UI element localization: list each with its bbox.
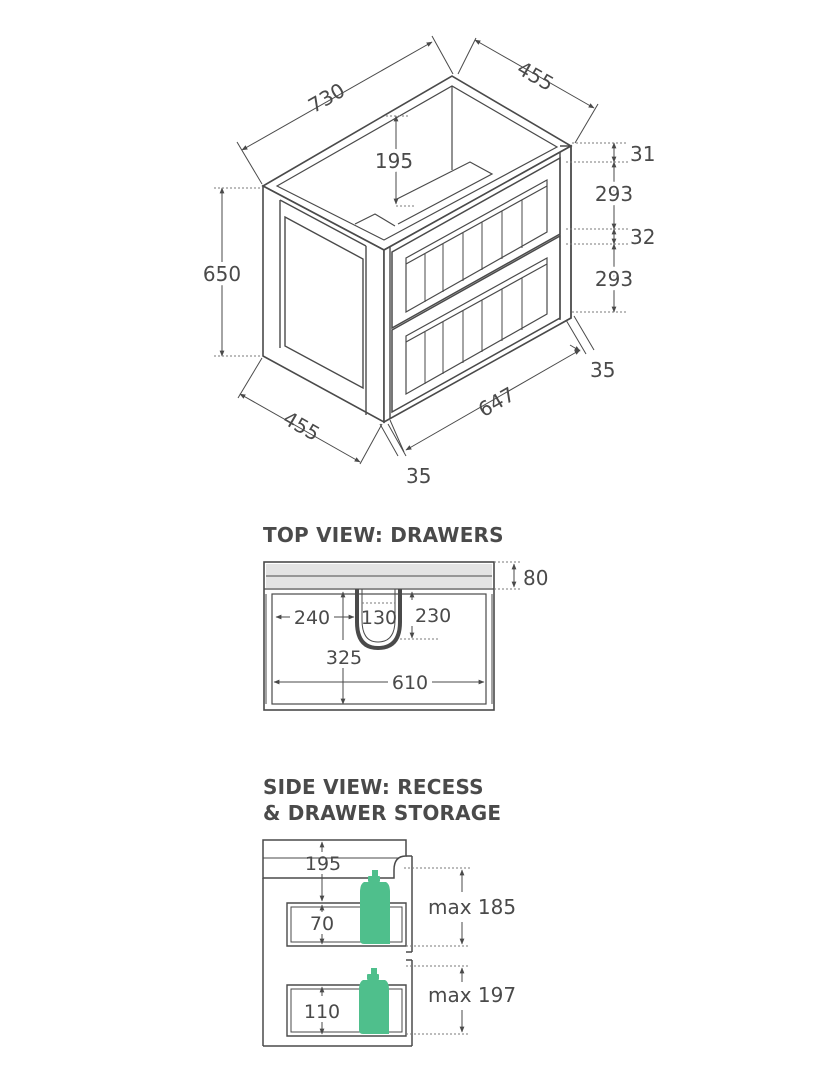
dim-upper-max: max 185 — [428, 895, 516, 919]
bottle-upper-icon — [360, 870, 390, 944]
dim-upper-drawer: 70 — [310, 913, 334, 935]
dim-mid-rail: 32 — [630, 225, 655, 249]
dim-cutout-width: 130 — [361, 607, 397, 629]
dim-back-depth: 80 — [523, 566, 548, 590]
isometric-cabinet — [261, 75, 573, 424]
dim-lower-max: max 197 — [428, 983, 516, 1007]
side-view-heading-line2: & DRAWER STORAGE — [263, 801, 501, 825]
bottle-lower-icon — [359, 968, 389, 1034]
dim-drawer-upper: 293 — [595, 182, 633, 206]
dim-cutout-depth: 230 — [415, 605, 451, 627]
dim-recess: 195 — [375, 149, 413, 173]
upper-drawer-front — [391, 156, 561, 330]
dim-width: 730 — [304, 78, 349, 118]
dim-drawer-lower: 293 — [595, 267, 633, 291]
dim-side-left: 35 — [406, 464, 431, 488]
dim-inner-width: 647 — [474, 382, 519, 422]
dim-height: 650 — [203, 262, 241, 286]
dim-depth-top: 455 — [513, 56, 558, 96]
side-view-dimensions: 195 70 max 185 110 max 197 — [304, 841, 516, 1035]
dim-drawer-depth: 325 — [326, 647, 362, 669]
dim-left-offset: 240 — [294, 607, 330, 629]
dim-side-recess: 195 — [305, 853, 341, 875]
dim-lower-drawer: 110 — [304, 1001, 340, 1023]
top-view-dimensions: 80 240 130 230 325 610 — [273, 561, 548, 705]
top-view-heading: TOP VIEW: DRAWERS — [263, 523, 504, 547]
top-view-drawing — [263, 561, 495, 711]
dim-top-rail: 31 — [630, 142, 655, 166]
dim-side-right: 35 — [590, 358, 615, 382]
dim-depth-bottom: 455 — [279, 406, 324, 446]
side-view-drawing — [262, 839, 413, 1047]
side-view-heading-line1: SIDE VIEW: RECESS — [263, 775, 484, 799]
iso-dimensions: 730 455 650 195 31 293 32 293 35 — [199, 35, 655, 488]
dim-drawer-width: 610 — [392, 672, 428, 694]
